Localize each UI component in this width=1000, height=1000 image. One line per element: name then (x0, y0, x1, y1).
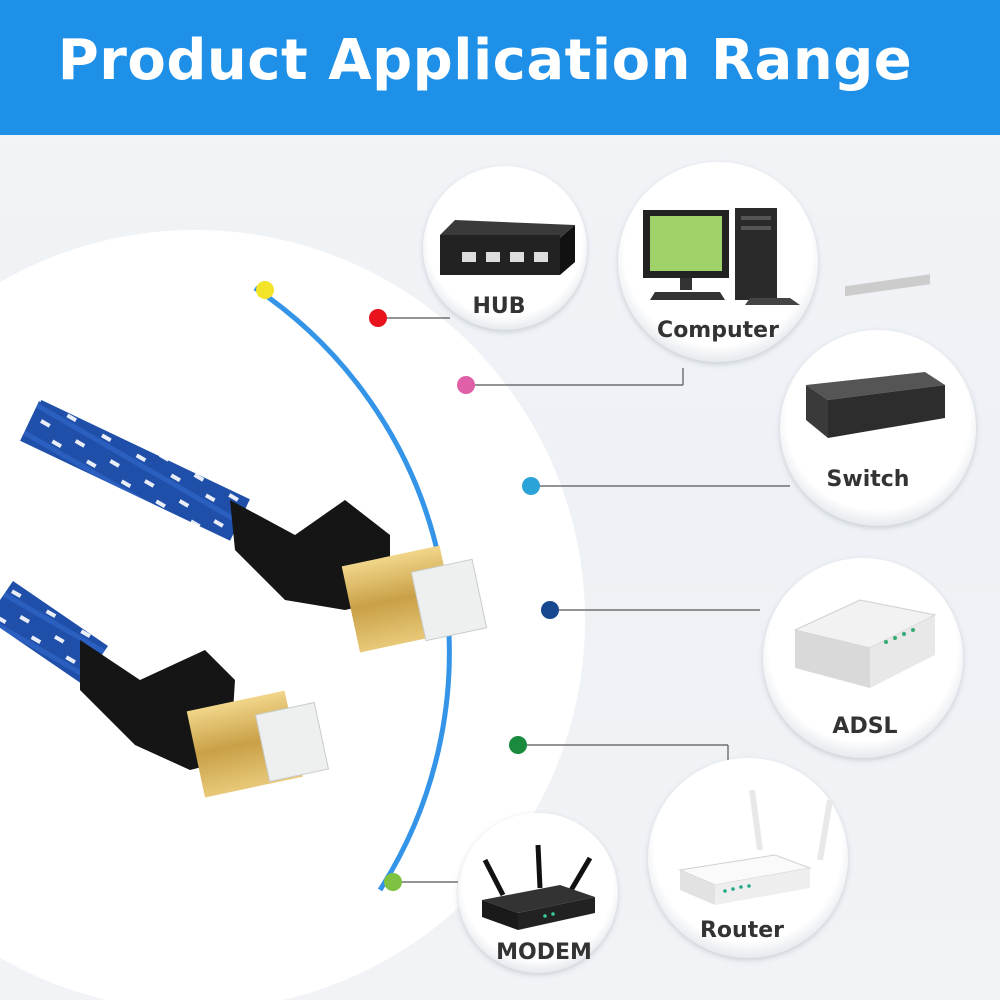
modem-icon (482, 844, 595, 930)
title-banner: Product Application Range (0, 0, 1000, 135)
computer-label: Computer (657, 318, 779, 343)
router-icon (678, 789, 833, 905)
modem-label: MODEM (496, 940, 592, 965)
cable-backdrop (0, 230, 585, 1000)
ethernet-cable-image (0, 399, 488, 798)
arc-dot-router (509, 736, 527, 754)
arc-dot-modem (384, 873, 402, 891)
router-bubble (648, 758, 848, 958)
arc-dot-computer (457, 376, 475, 394)
router-label: Router (699, 918, 784, 943)
arc-dot-hub (369, 309, 387, 327)
arc-dot-adsl (541, 601, 559, 619)
arc-dot-top (256, 281, 274, 299)
connector-lines (378, 317, 790, 883)
switch-icon (806, 274, 945, 438)
page-title: Product Application Range (57, 28, 913, 93)
hub-icon (440, 220, 575, 275)
arc-dot-switch (522, 477, 540, 495)
switch-label: Switch (826, 467, 910, 492)
adsl-label: ADSL (832, 714, 898, 739)
computer-icon (643, 208, 800, 305)
hub-label: HUB (472, 294, 526, 319)
adsl-icon (793, 599, 937, 688)
